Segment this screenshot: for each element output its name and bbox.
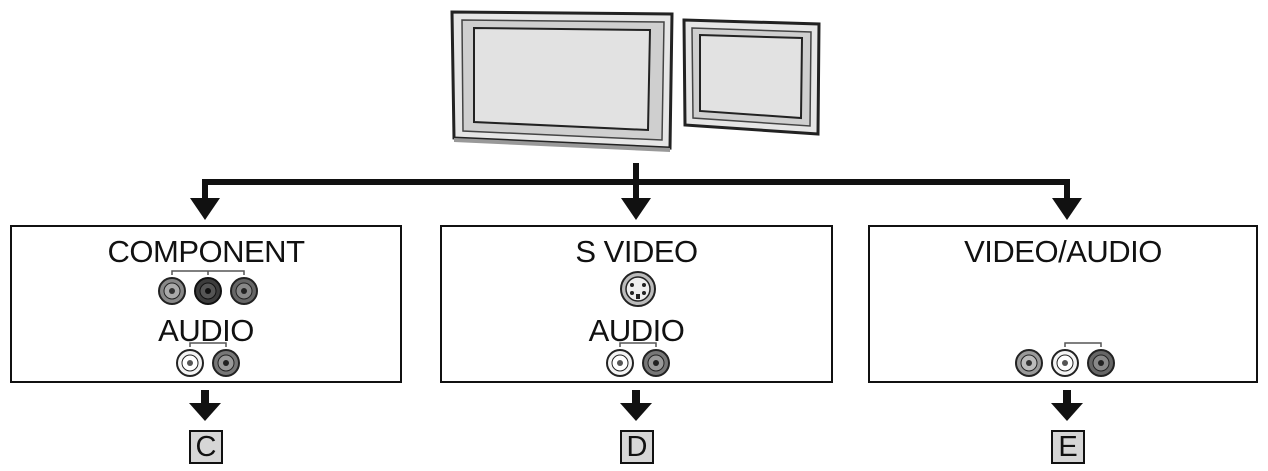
connector-lines — [202, 163, 1070, 200]
s-video-jack-icon — [620, 271, 656, 307]
arrow-down-icon — [190, 198, 220, 220]
video-audio-box: VIDEO/AUDIO — [868, 225, 1258, 383]
arrow-down-icon — [1051, 403, 1083, 421]
tv-icon — [450, 10, 674, 152]
tv-icon — [682, 18, 821, 136]
arrow-down-icon — [189, 403, 221, 421]
result-label: C — [189, 430, 223, 464]
audio-jacks-icon — [176, 342, 240, 377]
box-title: COMPONENT — [107, 234, 306, 269]
s-video-box: S VIDEO AUDIO — [440, 225, 833, 383]
result-label: D — [620, 430, 654, 464]
arrow-down-icon — [620, 403, 652, 421]
arrow-down-icon — [621, 198, 651, 220]
lower-arrows — [189, 390, 1083, 421]
box-title: VIDEO/AUDIO — [964, 234, 1162, 269]
box-subtitle: AUDIO — [588, 313, 685, 348]
component-box: COMPONENT AUDIO — [10, 225, 402, 383]
video-audio-jacks-icon — [1015, 342, 1115, 377]
box-title: S VIDEO — [575, 234, 698, 269]
arrow-down-icon — [1052, 198, 1082, 220]
result-label: E — [1051, 430, 1085, 464]
component-jacks-icon — [158, 270, 258, 305]
audio-jacks-icon — [606, 342, 670, 377]
arrow-heads — [190, 198, 1082, 220]
box-subtitle: AUDIO — [158, 313, 254, 348]
